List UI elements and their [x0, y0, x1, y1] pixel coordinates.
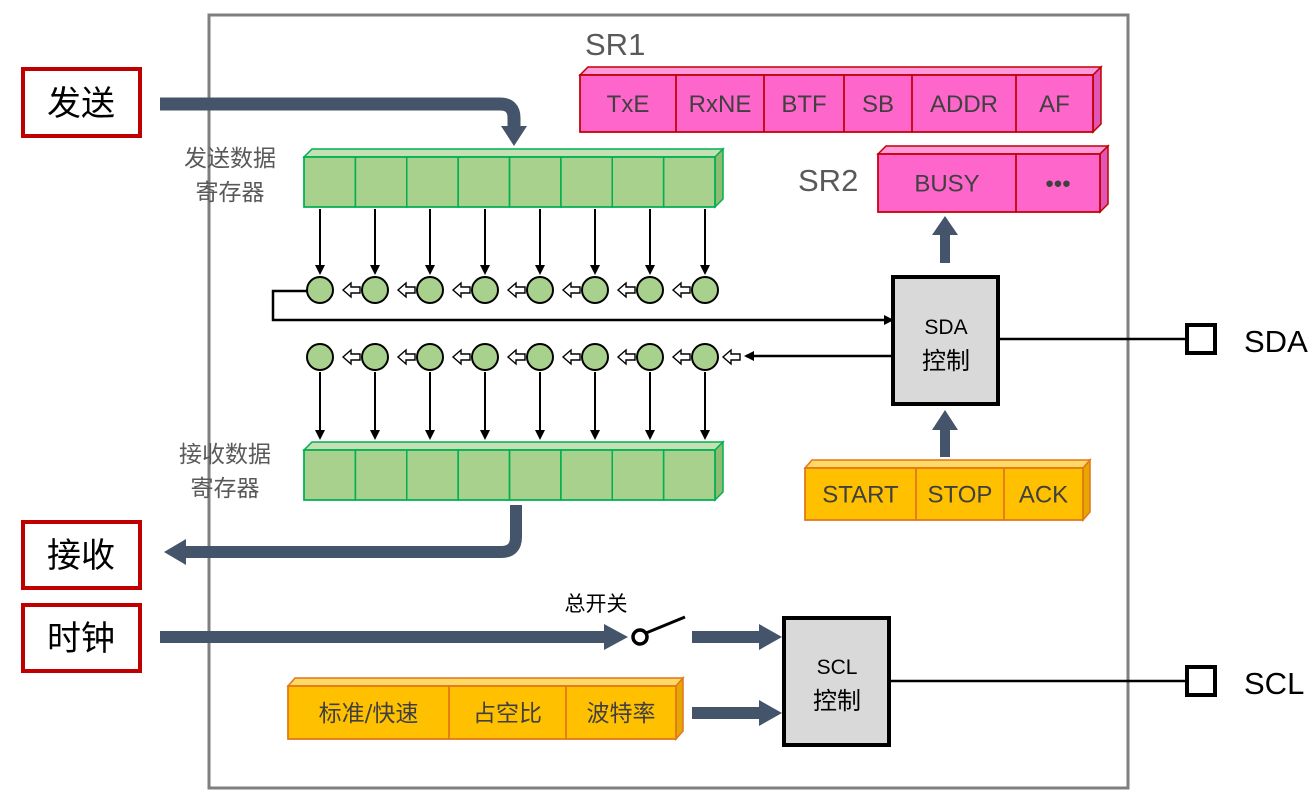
rx-register-cell [662, 449, 716, 501]
control-bit-label: ACK [1019, 482, 1068, 509]
scl-control-label-line2: 控制 [813, 687, 861, 715]
rx-data-register [302, 440, 725, 502]
tx-shifter-shift-arrow [671, 281, 691, 299]
rx-shifter-bit [361, 343, 389, 371]
scl-control-label-line1: SCL [817, 656, 858, 679]
scl-control-block: SCL 控制 [782, 616, 891, 747]
scl-pin [1185, 665, 1217, 697]
sr1-bit-cell [1015, 74, 1094, 133]
tx-shifter-shift-arrow [616, 281, 636, 299]
control-bit-label: STOP [928, 482, 993, 509]
sr2-title: SR2 [798, 163, 858, 198]
rx-shifter-bit [306, 343, 334, 371]
rx-shifter-bit [691, 343, 719, 371]
tx-shifter-bit [636, 276, 664, 304]
sr1-bit-label: ADDR [930, 91, 998, 118]
control-bit-cell [1003, 467, 1084, 521]
rx-shifter-bit [416, 343, 444, 371]
receive-bus-arrow [164, 505, 522, 565]
send-label: 发送 [47, 84, 115, 124]
tx-register-label-line1: 发送数据 [184, 146, 276, 172]
clock-config-label: 标准/快速 [319, 701, 419, 727]
sda-control-block: SDA 控制 [891, 275, 1000, 406]
sda-control-label-line1: SDA [924, 316, 967, 339]
clock-label: 时钟 [47, 619, 115, 659]
sda-pin-label: SDA [1244, 324, 1308, 359]
tx-shifter-shift-arrow [451, 281, 471, 299]
shift-logic [306, 209, 741, 440]
rx-register-label-line1: 接收数据 [179, 442, 271, 468]
rx-shifter-input-shift-arrow [721, 348, 741, 366]
tx-register-cell [662, 156, 716, 208]
tx-shifter-shift-arrow [396, 281, 416, 299]
rx-shifter-shift-arrow [616, 348, 636, 366]
clock-box: 时钟 [21, 603, 142, 673]
tx-shifter-shift-arrow [341, 281, 361, 299]
sr1-title: SR1 [585, 27, 645, 62]
sr2-bit-label: BUSY [914, 171, 979, 198]
tx-shift-out-wire [271, 289, 894, 325]
tx-shifter-bit [581, 276, 609, 304]
clock-config-register: 标准/快速 占空比 波特率 [286, 676, 685, 741]
tx-register-label-line2: 寄存器 [196, 180, 265, 206]
sr1-bit-label: BTF [781, 91, 826, 118]
rx-shifter-bit [526, 343, 554, 371]
master-switch-icon [631, 615, 686, 646]
send-bus-arrow [160, 97, 527, 146]
sr2-bit-cell [1015, 153, 1101, 213]
tx-shifter-bit [306, 276, 334, 304]
rx-register-label-line2: 寄存器 [191, 476, 260, 502]
receive-box: 接收 [21, 520, 142, 590]
tx-shifter-shift-arrow [561, 281, 581, 299]
tx-shifter-bit [416, 276, 444, 304]
rx-shifter-shift-arrow [396, 348, 416, 366]
peripheral-frame [207, 13, 1130, 790]
sr2-bit-label: ••• [1045, 171, 1070, 198]
sr1-bit-label: TxE [607, 91, 650, 118]
tx-shifter-bit [471, 276, 499, 304]
rx-shifter-shift-arrow [561, 348, 581, 366]
switch-to-scl-arrow [692, 624, 782, 650]
rx-shifter-shift-arrow [341, 348, 361, 366]
rx-shifter-shift-arrow [671, 348, 691, 366]
rx-shifter-bit [471, 343, 499, 371]
sr1-bit-label: SB [862, 91, 894, 118]
tx-shifter-bit [691, 276, 719, 304]
master-switch-label: 总开关 [565, 592, 628, 616]
control-bit-label: START [822, 482, 899, 509]
rx-shifter-shift-arrow [506, 348, 526, 366]
clock-config-label: 占空比 [473, 701, 542, 727]
send-box: 发送 [21, 67, 142, 138]
sda-pin [1185, 323, 1217, 355]
sr1-register: TxE RxNE BTF SB ADDR AF [578, 65, 1103, 134]
rx-shifter-shift-arrow [451, 348, 471, 366]
sr1-bit-label: RxNE [689, 91, 752, 118]
tx-shifter-bit [361, 276, 389, 304]
tx-shifter-bit [526, 276, 554, 304]
sr1-bit-label: AF [1039, 91, 1070, 118]
sr2-register: BUSY ••• [876, 144, 1110, 214]
receive-label: 接收 [47, 536, 115, 576]
clock-config-label: 波特率 [587, 701, 656, 727]
tx-data-register [302, 147, 725, 209]
sda-control-label-line2: 控制 [922, 347, 970, 375]
clock-bus-arrow [160, 624, 628, 650]
clock-config-to-scl-arrow [692, 700, 782, 726]
tx-shifter-shift-arrow [506, 281, 526, 299]
control-bits-register: START STOP ACK [803, 458, 1092, 522]
clock-config-cell [565, 685, 677, 740]
scl-pin-label: SCL [1244, 666, 1304, 701]
rx-shifter-bit [636, 343, 664, 371]
rx-shifter-bit [581, 343, 609, 371]
sda-to-sr2-arrow [932, 216, 958, 263]
control-bits-to-sda-arrow [932, 410, 958, 457]
